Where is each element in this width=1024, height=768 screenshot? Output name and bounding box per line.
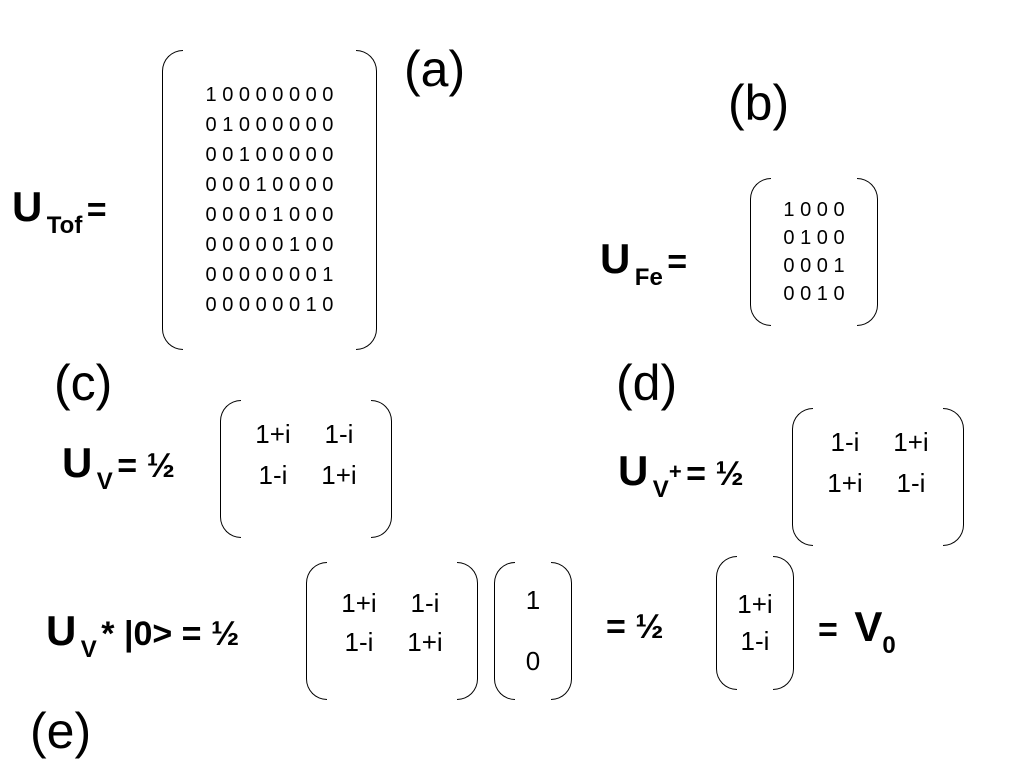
matrix-cell: 1+i: [893, 427, 929, 457]
matrix-cell: 1+i: [321, 460, 357, 490]
u-fe-matrix: 1 0 0 0 0 1 0 0 0 0 0 1 0 0 1 0: [750, 178, 878, 326]
ket-zero-operator: * |0> = ½: [101, 615, 240, 653]
matrix-row: 1 0 0 0 0 0 0 0: [205, 84, 334, 106]
u-symbol: U: [618, 447, 649, 494]
u-v-dagger-matrix-cells: 1-i 1+i 1+i 1-i: [812, 408, 944, 546]
equals-sign: =: [818, 611, 838, 649]
right-bracket: [356, 50, 377, 350]
u-v-subscript: V: [80, 636, 97, 663]
vector-cell: 0: [525, 646, 541, 676]
vector-cell: 1+i: [737, 589, 773, 619]
u-symbol: U: [46, 607, 77, 654]
matrix-row: 0 1 0 0 0 0 0 0: [205, 114, 334, 136]
equals-sign: =: [86, 191, 107, 229]
matrix-row: 0 0 1 0: [783, 283, 845, 305]
matrix-cell: 1+i: [255, 419, 291, 449]
matrix-cell: 1-i: [344, 627, 374, 657]
matrix-cell: 1-i: [410, 588, 440, 618]
matrix-cell: 1-i: [896, 468, 926, 498]
u-v-matrix: 1+i 1-i 1-i 1+i: [220, 400, 392, 538]
left-bracket: [306, 562, 327, 700]
left-bracket: [792, 408, 813, 546]
ket-zero-vector-cells: 1 0: [514, 562, 552, 700]
matrix-cell: 1-i: [830, 427, 860, 457]
left-bracket: [750, 178, 771, 326]
panel-label-a: (a): [404, 41, 466, 97]
equals-half: = ½: [606, 608, 664, 646]
left-bracket: [716, 556, 737, 690]
right-bracket: [457, 562, 478, 700]
v0-label: = V0: [818, 603, 896, 658]
equals-sign: =: [667, 243, 688, 281]
matrix-cell: 1+i: [341, 588, 377, 618]
result-vector: 1+i 1-i: [716, 556, 794, 690]
matrix-row: 0 0 0 0 0 0 1 0: [205, 294, 334, 316]
panel-label-b: (b): [728, 75, 790, 131]
equals-half: = ½: [686, 455, 744, 493]
u-v-matrix-e-cells: 1+i 1-i 1-i 1+i: [326, 562, 458, 700]
u-fe-label: U Fe =: [600, 235, 688, 290]
vector-cell: 1-i: [740, 626, 770, 656]
matrix-cell: 1-i: [324, 419, 354, 449]
left-bracket: [494, 562, 515, 700]
right-bracket: [857, 178, 878, 326]
panel-label-c: (c): [54, 355, 113, 411]
matrix-cell: 1+i: [407, 627, 443, 657]
u-v-subscript: V: [96, 468, 113, 495]
left-bracket: [220, 400, 241, 538]
u-v-label: U V = ½: [62, 439, 175, 494]
vector-cell: 1: [525, 585, 541, 615]
u-v-dagger-subscript: V+: [652, 461, 682, 503]
u-symbol: U: [62, 439, 93, 486]
u-v-ket-label: U V * |0> = ½: [46, 607, 240, 662]
right-bracket: [943, 408, 964, 546]
matrix-cell: 1-i: [258, 460, 288, 490]
u-v-matrix-e: 1+i 1-i 1-i 1+i: [306, 562, 478, 700]
u-symbol: U: [12, 183, 43, 230]
right-bracket: [773, 556, 794, 690]
u-v-dagger-label: U V+ = ½: [618, 447, 744, 502]
left-bracket: [162, 50, 183, 350]
u-fe-subscript: Fe: [634, 264, 663, 291]
panel-label-e: (e): [30, 703, 92, 759]
u-tof-matrix: 1 0 0 0 0 0 0 0 0 1 0 0 0 0 0 0 0 0 1 0 …: [162, 50, 377, 350]
matrix-row: 0 0 1 0 0 0 0 0: [205, 144, 334, 166]
u-v-subscript: V: [652, 476, 669, 503]
matrix-row: 0 0 0 1 0 0 0 0: [205, 174, 334, 196]
dagger-superscript: +: [668, 459, 682, 484]
right-bracket: [551, 562, 572, 700]
panel-label-d: (d): [616, 355, 678, 411]
matrix-row: 0 0 0 0 0 0 0 1: [205, 264, 334, 286]
matrix-row: 1 0 0 0: [783, 199, 845, 221]
matrix-cell: 1+i: [827, 468, 863, 498]
u-tof-label: U Tof =: [12, 183, 107, 238]
u-tof-subscript: Tof: [46, 212, 83, 239]
u-symbol: U: [600, 235, 631, 282]
u-v-matrix-cells: 1+i 1-i 1-i 1+i: [240, 400, 372, 538]
v-symbol: V: [854, 603, 883, 650]
right-bracket: [371, 400, 392, 538]
matrix-row: 0 1 0 0: [783, 227, 845, 249]
v-subscript: 0: [882, 632, 896, 659]
equals-half-e: = ½: [606, 610, 664, 644]
u-tof-matrix-rows: 1 0 0 0 0 0 0 0 0 1 0 0 0 0 0 0 0 0 1 0 …: [182, 50, 357, 350]
matrix-row: 0 0 0 0 1 0 0 0: [205, 204, 334, 226]
u-fe-matrix-rows: 1 0 0 0 0 1 0 0 0 0 0 1 0 0 1 0: [770, 178, 858, 326]
result-vector-cells: 1+i 1-i: [736, 556, 774, 690]
matrix-row: 0 0 0 0 0 1 0 0: [205, 234, 334, 256]
u-v-dagger-matrix: 1-i 1+i 1+i 1-i: [792, 408, 964, 546]
ket-zero-vector: 1 0: [494, 562, 572, 700]
matrix-row: 0 0 0 1: [783, 255, 845, 277]
equals-half: = ½: [117, 447, 175, 485]
